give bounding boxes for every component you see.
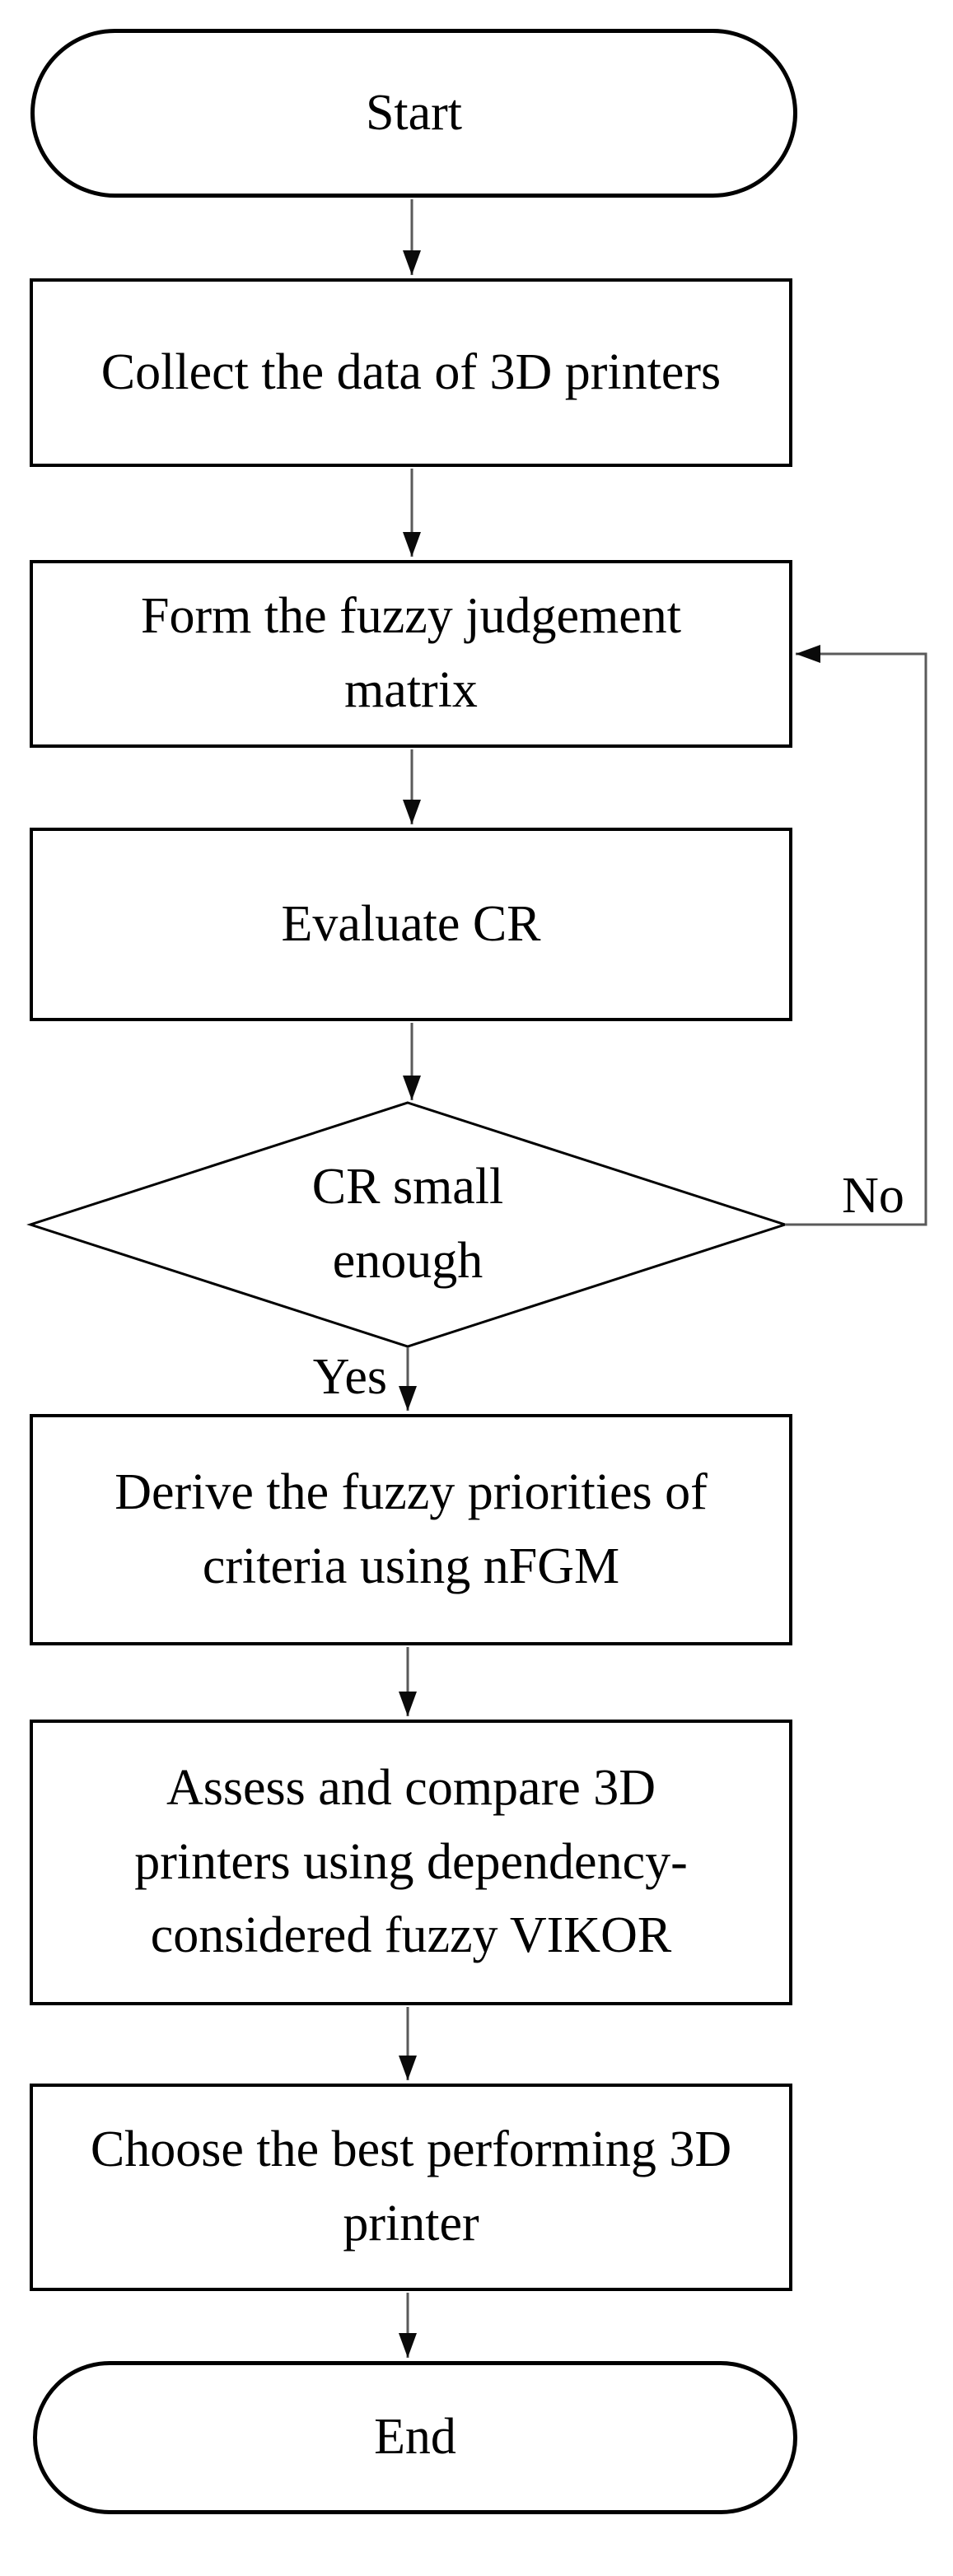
node-assess-compare: Assess and compare 3D printers using dep… <box>30 1720 792 2005</box>
node-derive-priorities: Derive the fuzzy priorities of criteria … <box>30 1414 792 1645</box>
node-collect-data: Collect the data of 3D printers <box>30 278 792 467</box>
node-cr-small-enough: CR small enough <box>202 1136 614 1313</box>
edge-label-yes: Yes <box>312 1349 387 1405</box>
node-cr-small-enough-label: CR small enough <box>311 1159 504 1289</box>
node-form-matrix-label: Form the fuzzy judgement matrix <box>141 588 681 718</box>
node-evaluate-cr-label: Evaluate CR <box>281 895 541 952</box>
decision-diamond-shape <box>26 1101 789 1348</box>
node-collect-data-label: Collect the data of 3D printers <box>100 343 722 400</box>
node-start-label: Start <box>365 84 463 141</box>
arrow-decision-no-feedback <box>785 645 927 1226</box>
node-end: End <box>33 2361 797 2514</box>
node-choose-best-label: Choose the best performing 3D printer <box>90 2121 732 2252</box>
node-choose-best: Choose the best performing 3D printer <box>30 2084 792 2291</box>
node-form-matrix: Form the fuzzy judgement matrix <box>30 560 792 748</box>
node-start: Start <box>30 29 797 198</box>
edge-label-no: No <box>842 1168 904 1224</box>
node-end-label: End <box>374 2409 456 2466</box>
node-evaluate-cr: Evaluate CR <box>30 828 792 1021</box>
node-assess-compare-label: Assess and compare 3D printers using dep… <box>134 1759 688 1964</box>
node-derive-priorities-label: Derive the fuzzy priorities of criteria … <box>114 1463 708 1594</box>
